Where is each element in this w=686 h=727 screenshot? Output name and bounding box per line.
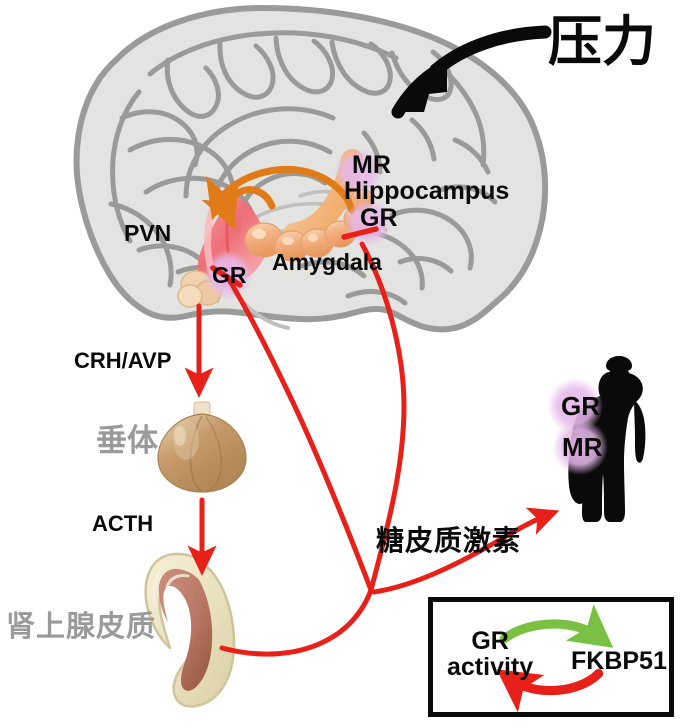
inset-red-arrow	[496, 668, 604, 712]
body-receptor-halos	[547, 378, 608, 475]
orange-limbic-pathways	[201, 165, 356, 230]
receptor-halo-mr-hippocampus	[334, 148, 382, 196]
stress-label: 压力	[548, 10, 656, 73]
red-pathways	[184, 241, 560, 657]
hippocampus-gr-label: GR	[360, 203, 398, 232]
pvn-label: PVN	[124, 220, 172, 246]
gc-trunk	[219, 587, 374, 657]
inset-gr-activity-label: GR activity	[447, 628, 533, 681]
mr-label: MR	[352, 151, 391, 179]
glucocorticoids-label: 糖皮质激素	[376, 524, 522, 557]
inset-green-arrow	[499, 604, 614, 648]
mr-hippocampus-gr-labels: MR Hippocampus GR	[344, 151, 509, 232]
fkbp51-inset-box: GR activity FKBP51	[428, 597, 674, 717]
gc-to-hippocampus-gr	[359, 241, 407, 593]
gc-to-pvn	[225, 275, 374, 593]
pituitary-label: 垂体	[96, 423, 158, 459]
body-mr-label: MR	[562, 432, 603, 462]
inhibition-endcaps	[210, 226, 379, 288]
body-gr-label: GR	[561, 391, 600, 421]
inset-fkbp51-label: FKBP51	[571, 647, 667, 675]
orange-arc-short	[201, 185, 276, 230]
adrenal-cortex	[144, 552, 236, 708]
inhibit-bar-pvn	[210, 265, 243, 288]
hippocampus-label: Hippocampus	[344, 177, 510, 206]
stress-arrow	[391, 25, 552, 119]
receptor-halo-gr-body	[547, 378, 603, 434]
crh-avp-label: CRH/AVP	[74, 348, 172, 373]
inset-gr-line2: activity	[447, 653, 534, 682]
gc-to-body	[371, 507, 560, 595]
inhibit-bar-hippocampus-gr	[341, 226, 379, 240]
receptor-halo-mr-body	[552, 419, 608, 475]
pvn-gr-label: GR	[212, 262, 247, 288]
adrenal-cortex-label: 肾上腺皮质	[6, 609, 157, 643]
acth-label: ACTH	[92, 511, 154, 536]
pituitary-gland	[157, 401, 247, 493]
inset-arrows-svg	[496, 604, 614, 712]
amygdala-label: Amygdala	[272, 249, 382, 275]
inset-gr-line1: GR	[471, 627, 509, 655]
